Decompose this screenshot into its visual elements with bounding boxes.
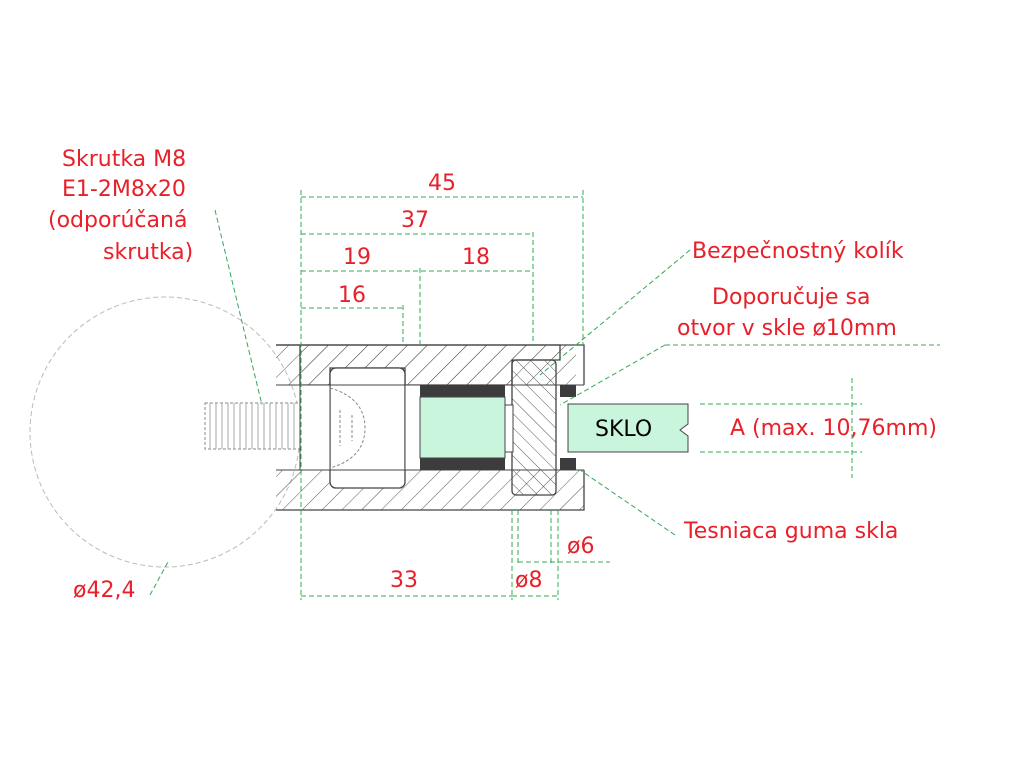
tube-diameter-label: ø42,4 bbox=[73, 578, 135, 603]
safety-pin-label: Bezpečnostný kolík bbox=[692, 239, 904, 264]
gasket-ring-bottom bbox=[560, 458, 576, 470]
dim-d8: ø8 bbox=[515, 568, 542, 593]
dim-d6: ø6 bbox=[567, 534, 594, 559]
glass-outer bbox=[567, 403, 689, 453]
gasket-bottom bbox=[420, 458, 505, 470]
safety-pin bbox=[511, 359, 557, 496]
screw-label-2: E1-2M8x20 bbox=[62, 177, 186, 202]
gasket-label: Tesniaca guma skla bbox=[683, 519, 898, 544]
glass-inner bbox=[419, 396, 506, 459]
dim-45: 45 bbox=[428, 171, 456, 196]
dim-16: 16 bbox=[338, 283, 366, 308]
screw-head bbox=[329, 387, 366, 469]
gasket-ring-top bbox=[560, 385, 576, 397]
dim-33: 33 bbox=[390, 568, 418, 593]
dimension-lines bbox=[149, 190, 940, 600]
thickness-label: A (max. 10,76mm) bbox=[730, 416, 937, 441]
gasket-top bbox=[420, 385, 505, 397]
hole-label-2: otvor v skle ø10mm bbox=[677, 316, 897, 341]
dim-37: 37 bbox=[401, 208, 429, 233]
dim-19: 19 bbox=[343, 245, 371, 270]
hole-label-1: Doporučuje sa bbox=[712, 285, 870, 310]
glass-label: SKLO bbox=[595, 417, 652, 442]
screw-label-3: (odporúčaná bbox=[48, 208, 187, 233]
screw-label-1: Skrutka M8 bbox=[62, 147, 186, 172]
screw-label-4: skrutka) bbox=[103, 240, 193, 265]
dim-18: 18 bbox=[462, 245, 490, 270]
